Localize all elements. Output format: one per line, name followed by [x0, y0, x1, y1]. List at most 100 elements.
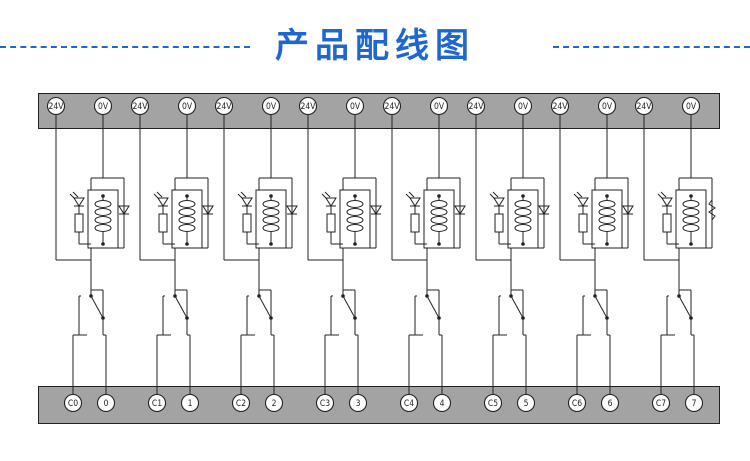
svg-text:5: 5	[524, 399, 529, 409]
svg-text:0V: 0V	[686, 102, 697, 112]
svg-text:0: 0	[104, 399, 109, 409]
led-indicator-icon	[657, 191, 673, 207]
relay-switch-icon	[509, 294, 525, 320]
relay-channel: 24V 0V C3 3	[298, 96, 382, 413]
svg-text:24V: 24V	[217, 102, 233, 112]
relay-coil	[178, 200, 196, 232]
svg-text:24V: 24V	[49, 102, 65, 112]
relay-coil	[598, 200, 616, 232]
svg-text:4: 4	[440, 399, 445, 409]
terminal-0v: 0V	[681, 96, 701, 116]
svg-text:24V: 24V	[133, 102, 149, 112]
diode-icon	[202, 205, 214, 215]
diode-icon	[538, 205, 550, 215]
led-indicator-icon	[321, 191, 337, 207]
led-indicator-icon	[69, 191, 85, 207]
relay-switch-icon	[341, 294, 357, 320]
terminal-24v: 24V	[634, 96, 654, 116]
svg-text:24V: 24V	[469, 102, 485, 112]
terminal-common: C5	[483, 393, 503, 413]
relay-coil	[682, 200, 700, 232]
svg-text:24V: 24V	[553, 102, 569, 112]
diode-icon	[118, 205, 130, 215]
terminal-24v: 24V	[298, 96, 318, 116]
svg-text:C4: C4	[404, 399, 414, 409]
svg-text:2: 2	[272, 399, 277, 409]
terminal-output: 1	[180, 393, 200, 413]
resistor-icon	[242, 213, 252, 233]
terminal-0v: 0V	[93, 96, 113, 116]
terminal-0v: 0V	[177, 96, 197, 116]
svg-text:C6: C6	[572, 399, 582, 409]
terminal-24v: 24V	[466, 96, 486, 116]
svg-text:24V: 24V	[385, 102, 401, 112]
svg-text:7: 7	[692, 399, 697, 409]
terminal-output: 5	[516, 393, 536, 413]
resistor-icon	[158, 213, 168, 233]
svg-text:0V: 0V	[602, 102, 613, 112]
diode-icon	[622, 205, 634, 215]
svg-text:24V: 24V	[637, 102, 653, 112]
svg-text:3: 3	[356, 399, 361, 409]
relay-switch-icon	[257, 294, 273, 320]
svg-text:0V: 0V	[518, 102, 529, 112]
terminal-output: 0	[96, 393, 116, 413]
relay-switch-icon	[89, 294, 105, 320]
resistor-icon	[662, 213, 672, 233]
svg-text:24V: 24V	[301, 102, 317, 112]
terminal-output: 4	[432, 393, 452, 413]
diode-icon	[370, 205, 382, 215]
resistor-icon	[578, 213, 588, 233]
svg-text:C3: C3	[320, 399, 330, 409]
relay-coil	[346, 200, 364, 232]
resistor-icon	[410, 213, 420, 233]
svg-text:0V: 0V	[350, 102, 361, 112]
led-indicator-icon	[405, 191, 421, 207]
terminal-common: C4	[399, 393, 419, 413]
resistor-icon	[326, 213, 336, 233]
terminal-output: 6	[600, 393, 620, 413]
relay-coil	[430, 200, 448, 232]
relay-coil	[514, 200, 532, 232]
svg-text:C1: C1	[152, 399, 162, 409]
relay-coil	[94, 200, 112, 232]
terminal-24v: 24V	[550, 96, 570, 116]
svg-text:C5: C5	[488, 399, 498, 409]
terminal-output: 7	[684, 393, 704, 413]
terminal-0v: 0V	[429, 96, 449, 116]
terminal-common: C2	[231, 393, 251, 413]
led-indicator-icon	[237, 191, 253, 207]
terminal-output: 3	[348, 393, 368, 413]
title-left-dashes	[0, 46, 250, 48]
terminal-common: C1	[147, 393, 167, 413]
resistor-icon	[494, 213, 504, 233]
led-indicator-icon	[153, 191, 169, 207]
svg-text:0V: 0V	[182, 102, 193, 112]
terminal-0v: 0V	[261, 96, 281, 116]
terminal-output: 2	[264, 393, 284, 413]
title-right-dashes	[553, 46, 750, 48]
svg-text:6: 6	[608, 399, 613, 409]
svg-text:C0: C0	[68, 399, 78, 409]
svg-text:C2: C2	[236, 399, 246, 409]
terminal-24v: 24V	[46, 96, 66, 116]
relay-switch-icon	[677, 294, 693, 320]
terminal-24v: 24V	[130, 96, 150, 116]
diode-icon	[454, 205, 466, 215]
relay-switch-icon	[425, 294, 441, 320]
terminal-common: C7	[651, 393, 671, 413]
relay-switch-icon	[593, 294, 609, 320]
terminal-0v: 0V	[345, 96, 365, 116]
terminal-common: C3	[315, 393, 335, 413]
terminal-common: C6	[567, 393, 587, 413]
diode-icon	[708, 199, 716, 221]
svg-text:0V: 0V	[266, 102, 277, 112]
svg-text:1: 1	[188, 399, 193, 409]
svg-text:C7: C7	[656, 399, 666, 409]
diode-icon	[286, 205, 298, 215]
relay-channel: 24V 0V C4 4	[382, 96, 466, 413]
relay-channel: 24V 0V C0 0	[46, 96, 130, 413]
resistor-icon	[74, 213, 84, 233]
relay-channel: 24V 0V C1 1	[130, 96, 214, 413]
